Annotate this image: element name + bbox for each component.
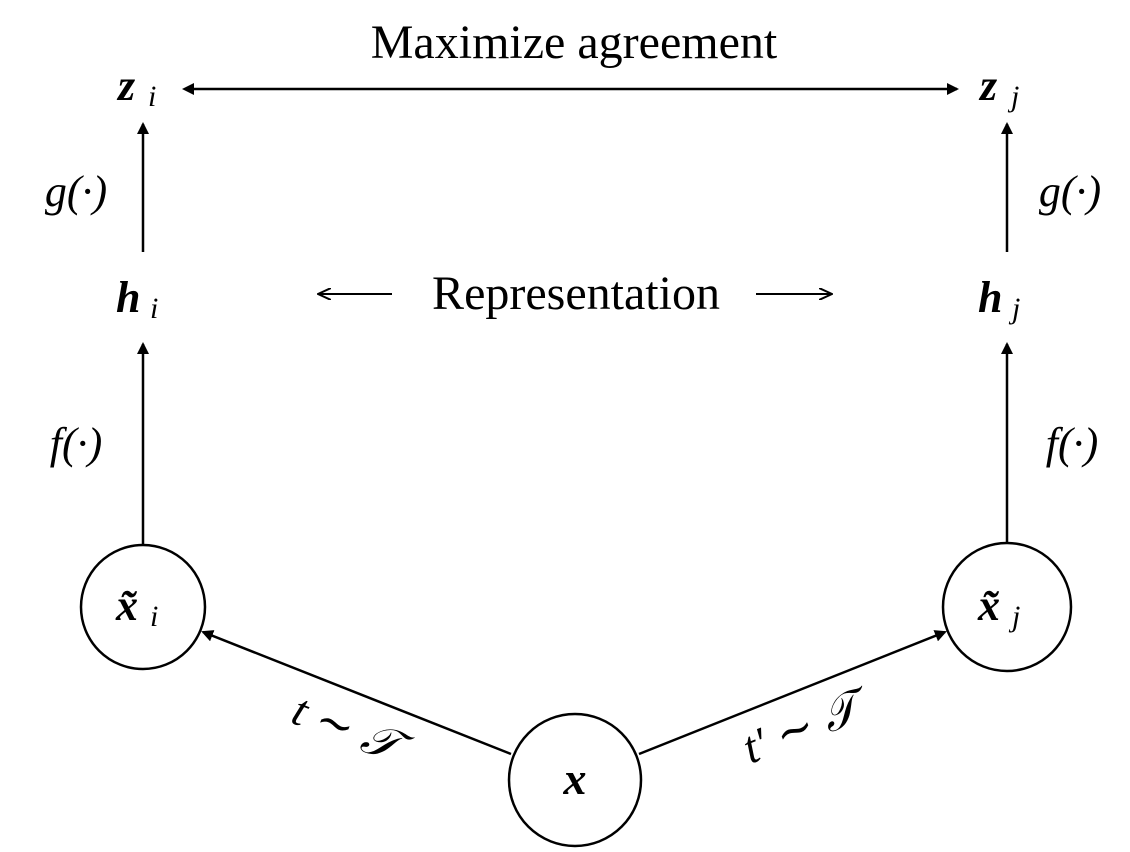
x-tilde-j-circle bbox=[941, 541, 1073, 673]
z-j-sub: j bbox=[1007, 80, 1019, 113]
x-tilde-i-base: x̃ bbox=[115, 581, 138, 630]
g-label-left: g(·) bbox=[45, 167, 107, 216]
t-arrow-left bbox=[201, 630, 512, 756]
t-label-left: t ∼ 𝒯 bbox=[285, 684, 418, 777]
x-node: x bbox=[507, 712, 643, 848]
representation-label: Representation bbox=[432, 267, 720, 320]
t-arrow-right bbox=[638, 630, 947, 756]
h-j-node: h j bbox=[978, 273, 1020, 325]
h-j-sub: j bbox=[1008, 292, 1020, 325]
z-i-sub: i bbox=[148, 80, 156, 113]
x-tilde-j-base: x̃ bbox=[977, 581, 1000, 630]
x-tilde-j-sub: j bbox=[1008, 600, 1020, 633]
x-circle bbox=[507, 712, 643, 848]
h-i-node: h i bbox=[116, 273, 158, 325]
x-tilde-i-node: x̃ i bbox=[79, 543, 207, 671]
z-i-node: z i bbox=[116, 61, 156, 113]
x-tilde-j-node: x̃ j bbox=[941, 541, 1073, 673]
h-j-base: h bbox=[978, 273, 1002, 322]
g-label-right: g(·) bbox=[1039, 167, 1101, 216]
f-label-right: f(·) bbox=[1046, 419, 1099, 468]
h-i-sub: i bbox=[150, 292, 158, 325]
x-label: x bbox=[563, 753, 587, 804]
x-tilde-i-circle bbox=[79, 543, 207, 671]
title-text: Maximize agreement bbox=[371, 16, 778, 69]
z-j-node: z j bbox=[978, 61, 1019, 113]
z-j-base: z bbox=[978, 61, 997, 110]
t-label-right: t′ ∼ 𝒯 bbox=[735, 677, 878, 774]
f-label-left: f(·) bbox=[50, 419, 103, 468]
x-tilde-i-sub: i bbox=[150, 600, 158, 633]
z-i-base: z bbox=[116, 61, 135, 110]
h-i-base: h bbox=[116, 273, 140, 322]
